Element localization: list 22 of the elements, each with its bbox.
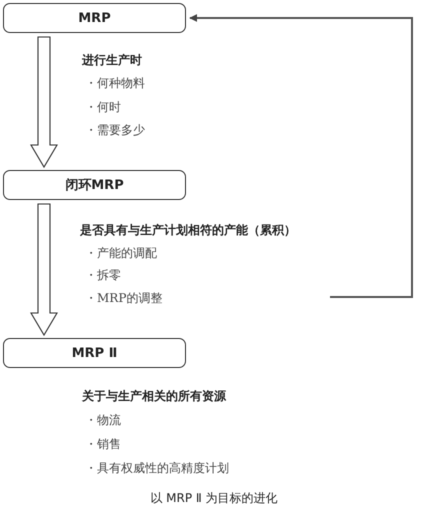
bullet-item: ・物流 <box>85 412 121 429</box>
feedback-arrow <box>189 14 413 298</box>
bullet-item: ・何种物料 <box>85 75 145 92</box>
box-label: MRP Ⅱ <box>72 346 118 360</box>
bullet-item: ・MRP的调整 <box>85 290 162 307</box>
caption: 以 MRP Ⅱ 为目标的进化 <box>149 490 279 507</box>
box-label: MRP <box>78 10 111 26</box>
box-label: 闭环MRP <box>65 177 124 194</box>
block-arrow <box>30 36 58 168</box>
bullet-item: ・何时 <box>85 99 121 116</box>
section-heading: 进行生产时 <box>82 52 142 69</box>
section-heading: 是否具有与生产计划相符的产能（累积） <box>80 222 296 239</box>
process-box <box>3 170 186 200</box>
bullet-item: ・销售 <box>85 436 121 453</box>
bullet-item: ・具有权威性的高精度计划 <box>85 460 229 477</box>
process-box <box>3 338 186 368</box>
bullet-item: ・产能的调配 <box>85 245 157 262</box>
block-arrow <box>30 203 58 336</box>
section-heading: 关于与生产相关的所有资源 <box>82 388 226 405</box>
bullet-item: ・需要多少 <box>85 122 145 139</box>
bullet-item: ・拆零 <box>85 267 121 284</box>
process-box <box>3 3 186 33</box>
